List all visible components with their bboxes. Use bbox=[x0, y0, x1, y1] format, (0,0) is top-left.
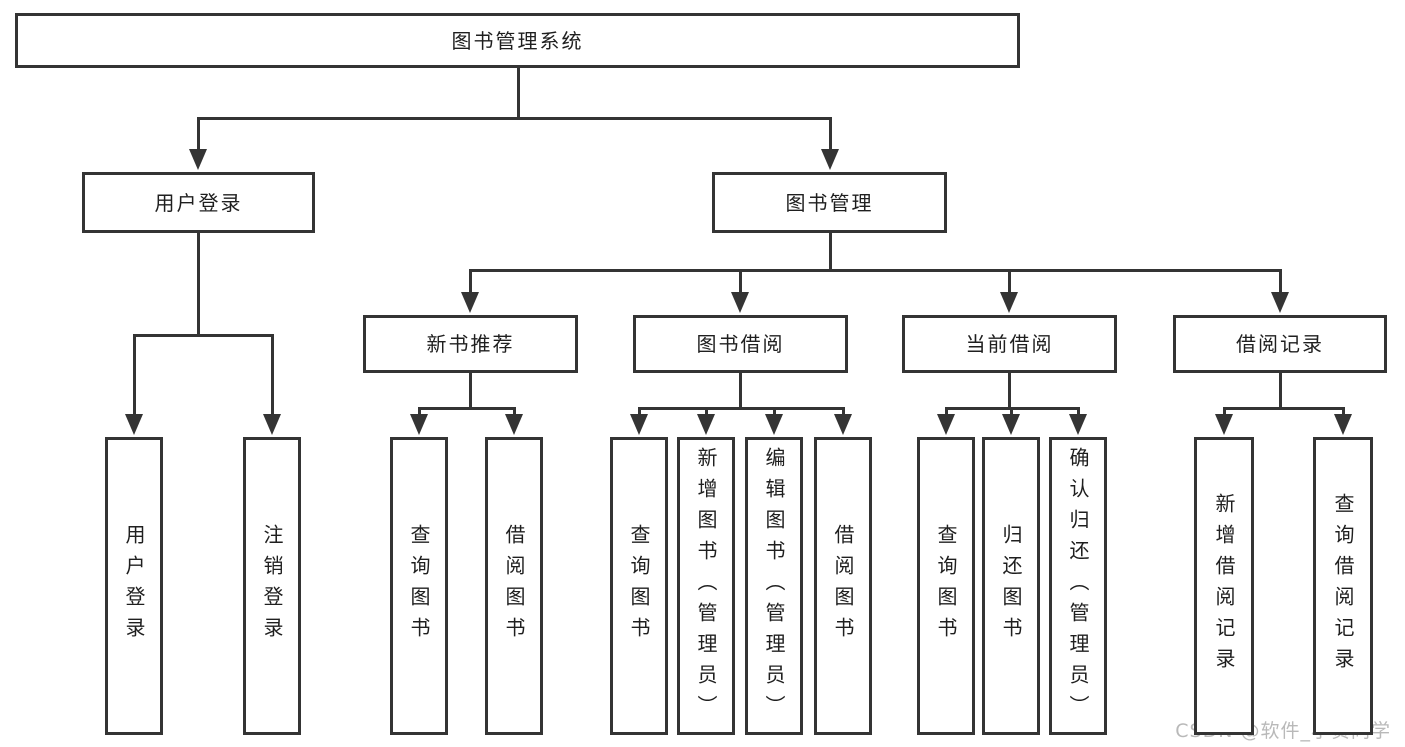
arrow-down-icon bbox=[821, 149, 839, 170]
node-label: 借阅图书 bbox=[831, 524, 855, 648]
connector-line bbox=[1222, 408, 1226, 417]
arrow-down-icon bbox=[263, 414, 281, 435]
arrow-down-icon bbox=[765, 414, 783, 435]
connector-line bbox=[1007, 373, 1011, 410]
connector-line bbox=[738, 373, 742, 410]
node-label: 确认归还（管理员） bbox=[1066, 446, 1090, 726]
arrow-down-icon bbox=[125, 414, 143, 435]
node-label: 当前借阅 bbox=[965, 332, 1054, 356]
arrow-down-icon bbox=[1215, 414, 1233, 435]
node-leaf-query-book-2: 查询图书 bbox=[610, 437, 668, 735]
node-leaf-query-borrow-record: 查询借阅记录 bbox=[1313, 437, 1373, 735]
arrow-down-icon bbox=[1069, 414, 1087, 435]
connector-line bbox=[196, 118, 200, 152]
arrow-down-icon bbox=[630, 414, 648, 435]
node-leaf-logout: 注销登录 bbox=[243, 437, 301, 735]
connector-line bbox=[944, 408, 948, 417]
node-leaf-add-book: 新增图书（管理员） bbox=[677, 437, 735, 735]
arrow-down-icon bbox=[1000, 292, 1018, 313]
node-label: 图书管理 bbox=[785, 190, 874, 215]
connector-line bbox=[417, 408, 421, 417]
connector-line bbox=[841, 408, 845, 417]
arrow-down-icon bbox=[461, 292, 479, 313]
node-label: 借阅图书 bbox=[502, 524, 526, 648]
node-leaf-borrow-book-2: 借阅图书 bbox=[814, 437, 872, 735]
arrow-down-icon bbox=[731, 292, 749, 313]
connector-line bbox=[516, 68, 520, 120]
node-book-borrow: 图书借阅 bbox=[633, 315, 848, 373]
node-label: 图书管理系统 bbox=[451, 28, 584, 53]
node-root: 图书管理系统 bbox=[15, 13, 1020, 68]
connector-line bbox=[196, 233, 200, 337]
connector-line bbox=[1278, 270, 1282, 295]
node-label: 编辑图书（管理员） bbox=[762, 446, 786, 726]
node-label: 用户登录 bbox=[154, 190, 243, 215]
node-label: 查询借阅记录 bbox=[1331, 493, 1355, 679]
connector-line bbox=[828, 118, 832, 152]
node-new-book-rec: 新书推荐 bbox=[363, 315, 578, 373]
arrow-down-icon bbox=[189, 149, 207, 170]
connector-line bbox=[468, 268, 1282, 272]
connector-line bbox=[512, 408, 516, 417]
connector-line bbox=[828, 233, 832, 272]
node-leaf-add-borrow-record: 新增借阅记录 bbox=[1194, 437, 1254, 735]
node-user-login: 用户登录 bbox=[82, 172, 315, 233]
node-leaf-query-book-3: 查询图书 bbox=[917, 437, 975, 735]
node-label: 借阅记录 bbox=[1236, 332, 1324, 356]
arrow-down-icon bbox=[937, 414, 955, 435]
node-label: 注销登录 bbox=[260, 524, 284, 648]
connector-line bbox=[772, 408, 776, 417]
arrow-down-icon bbox=[834, 414, 852, 435]
node-label: 新书推荐 bbox=[426, 332, 515, 356]
arrow-down-icon bbox=[1002, 414, 1020, 435]
connector-line bbox=[132, 333, 274, 337]
node-label: 新增图书（管理员） bbox=[694, 446, 718, 726]
node-leaf-borrow-book-1: 借阅图书 bbox=[485, 437, 543, 735]
connector-line bbox=[468, 373, 472, 410]
connector-line bbox=[417, 406, 516, 410]
node-label: 图书借阅 bbox=[696, 332, 785, 356]
connector-line bbox=[1076, 408, 1080, 417]
node-book-mgmt: 图书管理 bbox=[712, 172, 947, 233]
arrow-down-icon bbox=[1334, 414, 1352, 435]
connector-line bbox=[704, 408, 708, 417]
node-leaf-return-book: 归还图书 bbox=[982, 437, 1040, 735]
arrow-down-icon bbox=[1271, 292, 1289, 313]
node-label: 查询图书 bbox=[627, 524, 651, 648]
connector-line bbox=[637, 406, 845, 410]
node-label: 归还图书 bbox=[999, 524, 1023, 648]
arrow-down-icon bbox=[697, 414, 715, 435]
connector-line bbox=[1007, 270, 1011, 295]
connector-line bbox=[132, 335, 136, 417]
connector-line bbox=[468, 270, 472, 295]
node-current-borrow: 当前借阅 bbox=[902, 315, 1117, 373]
node-label: 用户登录 bbox=[122, 524, 146, 648]
node-leaf-query-book-1: 查询图书 bbox=[390, 437, 448, 735]
node-label: 查询图书 bbox=[407, 524, 431, 648]
node-leaf-edit-book: 编辑图书（管理员） bbox=[745, 437, 803, 735]
arrow-down-icon bbox=[410, 414, 428, 435]
node-label: 查询图书 bbox=[934, 524, 958, 648]
connector-line bbox=[196, 116, 832, 120]
node-borrow-records: 借阅记录 bbox=[1173, 315, 1387, 373]
node-label: 新增借阅记录 bbox=[1212, 493, 1236, 679]
arrow-down-icon bbox=[505, 414, 523, 435]
connector-line bbox=[637, 408, 641, 417]
connector-line bbox=[1009, 408, 1013, 417]
connector-line bbox=[1278, 373, 1282, 410]
connector-line bbox=[1222, 406, 1345, 410]
node-leaf-confirm-return: 确认归还（管理员） bbox=[1049, 437, 1107, 735]
node-leaf-user-login: 用户登录 bbox=[105, 437, 163, 735]
connector-line bbox=[738, 270, 742, 295]
connector-line bbox=[1341, 408, 1345, 417]
connector-line bbox=[270, 335, 274, 417]
